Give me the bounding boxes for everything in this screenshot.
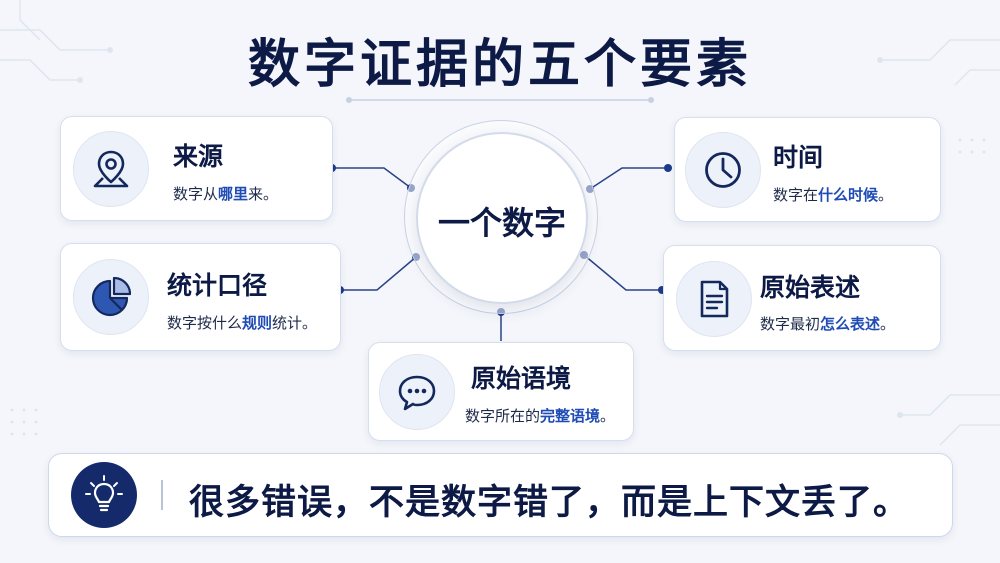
pie-chart-icon xyxy=(91,277,131,317)
icon-badge xyxy=(73,131,149,207)
card-description: 数字在什么时候。 xyxy=(773,186,894,204)
lightbulb-icon xyxy=(85,475,123,512)
icon-badge xyxy=(71,462,137,528)
icon-badge xyxy=(676,261,752,337)
card-title: 统计口径 xyxy=(167,271,268,300)
page-title: 数字证据的五个要素 xyxy=(247,35,752,95)
element-card-original-statement: 原始表述 数字最初怎么表述。 xyxy=(663,245,941,351)
speech-bubble-icon xyxy=(398,375,436,411)
banner-text: 很多错误，不是数字错了，而是上下文丢了。 xyxy=(189,483,910,523)
icon-badge xyxy=(685,132,761,208)
card-title: 原始表述 xyxy=(760,273,861,302)
card-description: 数字最初怎么表述。 xyxy=(760,315,896,333)
location-pin-icon xyxy=(93,150,129,188)
element-card-time: 时间 数字在什么时候。 xyxy=(674,117,941,222)
card-title: 来源 xyxy=(173,142,224,171)
card-title: 时间 xyxy=(773,143,824,172)
center-label: 一个数字 xyxy=(437,204,566,242)
element-card-original-context: 原始语境 数字所在的完整语境。 xyxy=(368,342,634,441)
divider xyxy=(161,480,163,510)
icon-badge xyxy=(379,354,455,430)
card-description: 数字从哪里来。 xyxy=(173,185,279,203)
icon-badge xyxy=(73,259,149,335)
element-card-source: 来源 数字从哪里来。 xyxy=(60,116,333,221)
title-underline xyxy=(346,97,654,103)
center-node: 一个数字 xyxy=(416,132,588,304)
card-title: 原始语境 xyxy=(471,364,572,393)
clock-icon xyxy=(705,152,741,188)
card-description: 数字所在的完整语境。 xyxy=(465,407,616,425)
key-insight-banner: 很多错误，不是数字错了，而是上下文丢了。 xyxy=(48,453,953,537)
element-card-statistical-scope: 统计口径 数字按什么规则统计。 xyxy=(60,243,341,351)
card-description: 数字按什么规则统计。 xyxy=(167,314,318,332)
document-icon xyxy=(700,280,729,318)
